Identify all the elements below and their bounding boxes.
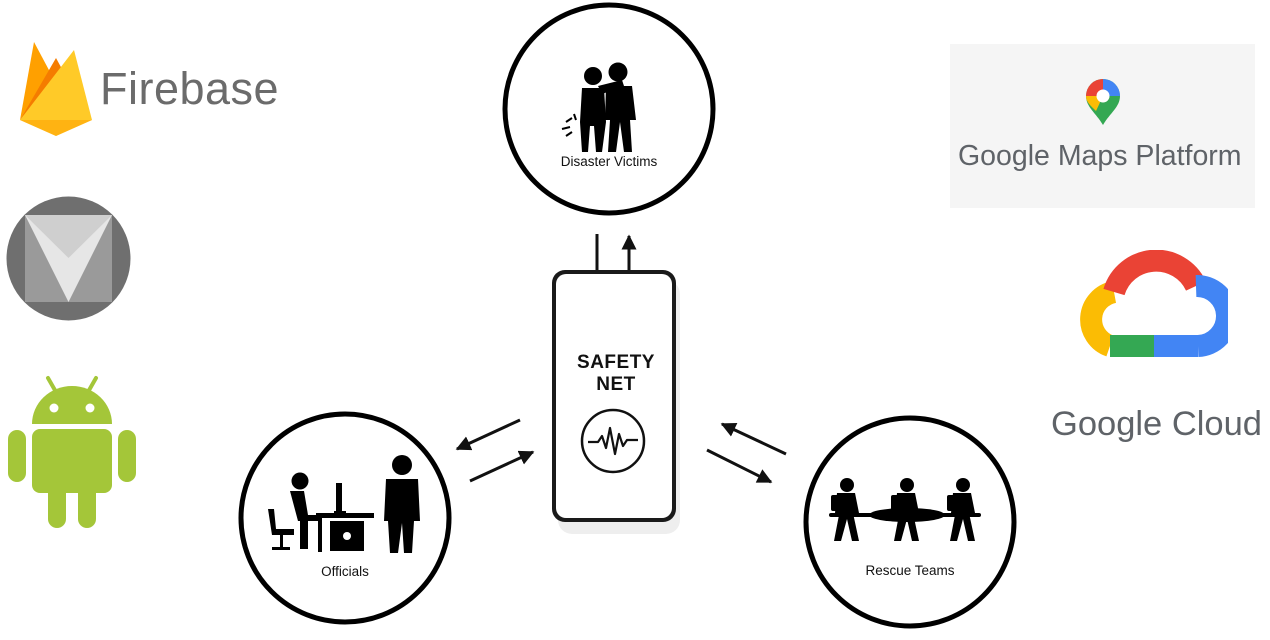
google-cloud-label: Google Cloud xyxy=(1051,405,1262,443)
heartbeat-icon xyxy=(580,408,646,474)
app-title-line2: NET xyxy=(596,374,636,395)
officials-label: Officials xyxy=(321,564,369,579)
arrow-app-to-rescue xyxy=(706,448,773,484)
victims-label: Disaster Victims xyxy=(560,154,658,169)
maps-pin-icon xyxy=(1086,79,1120,125)
victims-circle xyxy=(502,2,716,216)
rescue-circle xyxy=(803,415,1017,629)
arrow-app-to-officials xyxy=(455,418,521,451)
arrow-rescue-to-app xyxy=(720,422,787,456)
android-robot-icon xyxy=(8,376,136,528)
rescue-label: Rescue Teams xyxy=(865,563,955,578)
office-workers-icon xyxy=(268,455,420,553)
app-title: SAFETY NET xyxy=(556,352,676,396)
arrow-officials-to-app xyxy=(469,450,535,483)
google-cloud-icon xyxy=(1080,250,1228,357)
app-title-line1: SAFETY xyxy=(577,352,655,373)
firebase-label: Firebase xyxy=(100,63,280,114)
stretcher-team-icon xyxy=(829,478,981,541)
phone-device xyxy=(552,270,680,534)
maps-platform-panel xyxy=(950,44,1255,208)
injured-people-icon xyxy=(561,62,636,152)
material-design-icon xyxy=(6,196,131,321)
officials-circle xyxy=(238,411,452,625)
firebase-flame-icon xyxy=(20,42,92,136)
maps-platform-label: Google Maps Platform xyxy=(958,140,1242,172)
